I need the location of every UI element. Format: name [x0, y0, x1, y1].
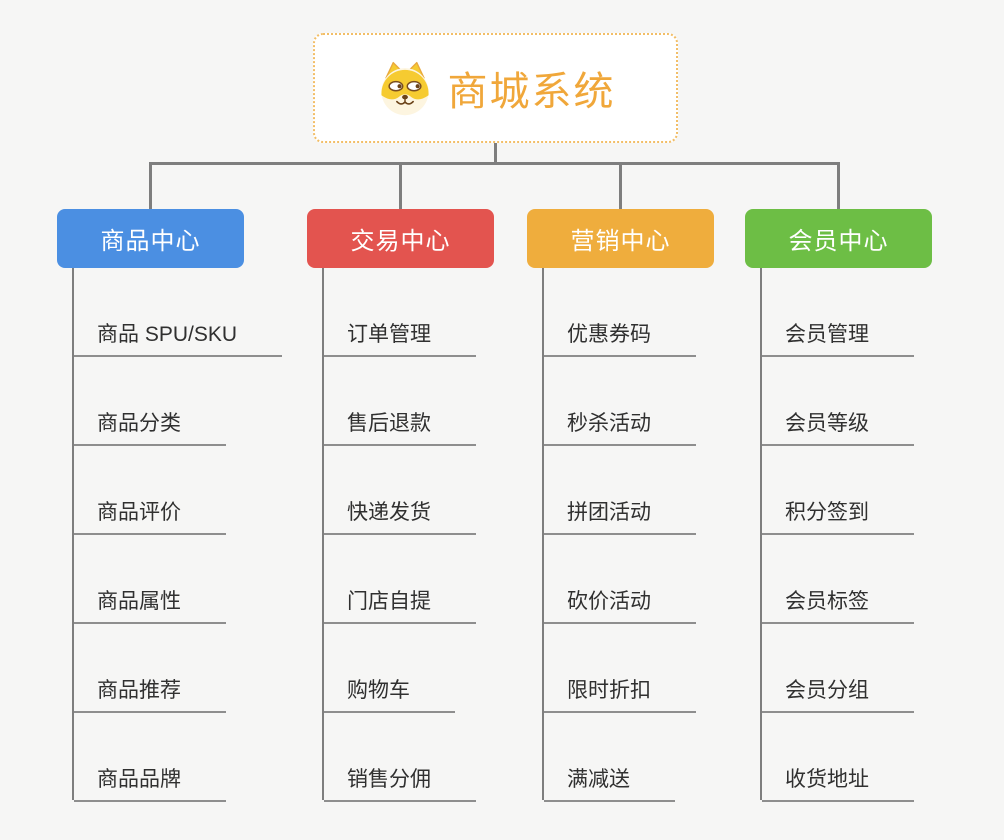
connector-drop-product: [149, 164, 152, 209]
subtopic-node[interactable]: 收货地址: [762, 765, 914, 802]
connector-root-stem: [494, 142, 497, 165]
dog-face-icon: [380, 61, 429, 116]
branch-node-marketing-center[interactable]: 营销中心: [527, 209, 714, 268]
subtopic-node[interactable]: 商品品牌: [74, 765, 226, 802]
subtopic-node[interactable]: 会员管理: [762, 320, 914, 357]
subtopic-node[interactable]: 订单管理: [324, 320, 476, 357]
branch-children-trade-center: 订单管理 售后退款 快递发货 门店自提 购物车 销售分佣: [322, 268, 476, 802]
root-node[interactable]: 商城系统: [313, 33, 678, 143]
subtopic-node[interactable]: 商品评价: [74, 498, 226, 535]
subtopic-node[interactable]: 积分签到: [762, 498, 914, 535]
subtopic-node[interactable]: 会员分组: [762, 676, 914, 713]
connector-drop-trade: [399, 164, 402, 209]
subtopic-node[interactable]: 限时折扣: [544, 676, 696, 713]
subtopic-node[interactable]: 优惠券码: [544, 320, 696, 357]
subtopic-node[interactable]: 砍价活动: [544, 587, 696, 624]
branch-children-product-center: 商品 SPU/SKU 商品分类 商品评价 商品属性 商品推荐 商品品牌: [72, 268, 283, 802]
subtopic-node[interactable]: 商品属性: [74, 587, 226, 624]
subtopic-node[interactable]: 商品 SPU/SKU: [74, 320, 283, 357]
subtopic-node[interactable]: 秒杀活动: [544, 409, 696, 446]
connector-bus-line: [149, 162, 840, 165]
subtopic-node[interactable]: 门店自提: [324, 587, 476, 624]
subtopic-node[interactable]: 售后退款: [324, 409, 476, 446]
connector-drop-member: [837, 164, 840, 209]
root-title: 商城系统: [447, 70, 616, 114]
branch-label: 营销中心: [570, 228, 671, 255]
subtopic-node[interactable]: 拼团活动: [544, 498, 696, 535]
subtopic-node[interactable]: 快递发货: [324, 498, 476, 535]
subtopic-node[interactable]: 购物车: [324, 676, 455, 713]
branch-children-marketing-center: 优惠券码 秒杀活动 拼团活动 砍价活动 限时折扣 满减送: [542, 268, 696, 802]
connector-drop-marketing: [619, 164, 622, 209]
branch-node-product-center[interactable]: 商品中心: [57, 209, 244, 268]
branch-node-trade-center[interactable]: 交易中心: [307, 209, 494, 268]
subtopic-node[interactable]: 会员标签: [762, 587, 914, 624]
branch-label: 交易中心: [350, 228, 451, 255]
subtopic-node[interactable]: 商品分类: [74, 409, 226, 446]
branch-node-member-center[interactable]: 会员中心: [745, 209, 932, 268]
branch-children-member-center: 会员管理 会员等级 积分签到 会员标签 会员分组 收货地址: [760, 268, 914, 802]
subtopic-node[interactable]: 会员等级: [762, 409, 914, 446]
branch-label: 会员中心: [788, 228, 889, 255]
subtopic-node[interactable]: 商品推荐: [74, 676, 226, 713]
subtopic-node[interactable]: 满减送: [544, 765, 675, 802]
subtopic-node[interactable]: 销售分佣: [324, 765, 476, 802]
branch-label: 商品中心: [100, 228, 201, 255]
